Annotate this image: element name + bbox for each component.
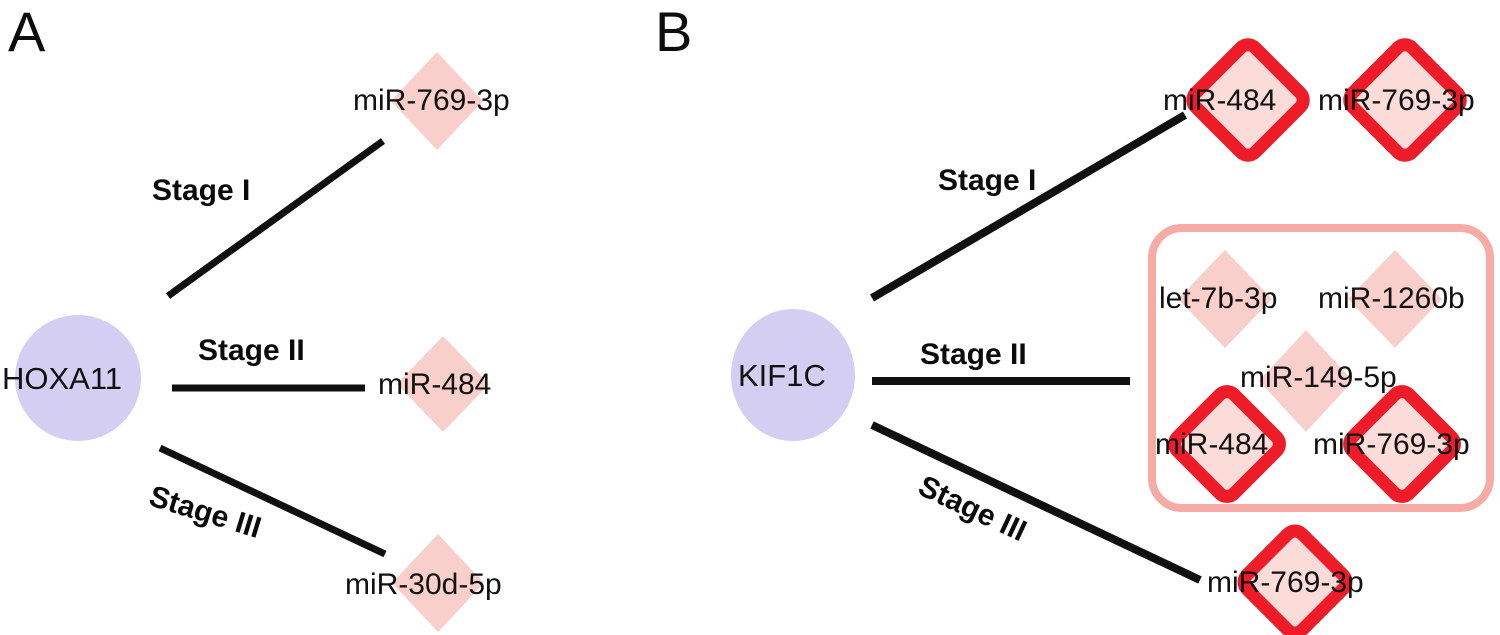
panel-b-mirna-label-mir-769-3p-stage2: miR-769-3p	[1313, 428, 1470, 461]
panel-a-edge-stage-1	[165, 138, 386, 299]
panel-a-mirna-label-mir-484: miR-484	[378, 368, 492, 401]
panel-b-mirna-label-mir-484-stage1: miR-484	[1163, 84, 1277, 117]
panel-b-mirna-diamond-mir-484-stage2[interactable]	[1168, 385, 1286, 503]
panel-a-gene-node-hoxa11[interactable]	[15, 315, 141, 441]
panel-b-mirna-label-mir-484-stage2: miR-484	[1155, 428, 1269, 461]
panel-b-mirna-label-mir-769-3p-stage1: miR-769-3p	[1318, 84, 1475, 117]
panel-b-mirna-diamond-mir-484-stage1[interactable]	[1186, 38, 1310, 162]
panel-a-mirna-diamond-mir-484[interactable]	[397, 336, 489, 432]
panel-b-edge-stage-3	[870, 421, 1202, 584]
panel-a-mirna-diamond-mir-769-3p[interactable]	[391, 52, 483, 150]
panel-a-edge-stage-3	[158, 444, 387, 558]
panel-a-stage-label-1: Stage I	[152, 174, 251, 207]
panel-b-mirna-label-mir-1260b: miR-1260b	[1318, 282, 1465, 315]
panel-a-mirna-diamond-mir-30d-5p[interactable]	[392, 534, 484, 632]
panel-a-gene-label-hoxa11: HOXA11	[2, 361, 123, 396]
panel-a-label: A	[8, 0, 46, 63]
panel-b-stage-label-1: Stage I	[938, 164, 1037, 197]
panel-a-stage-label-2: Stage II	[198, 334, 305, 367]
panel-b-label: B	[655, 0, 693, 63]
panel-b-mirna-label-mir-149-5p: miR-149-5p	[1240, 361, 1397, 394]
panel-a-mirna-label-mir-769-3p: miR-769-3p	[353, 84, 510, 117]
panel-b-mirna-diamond-mir-149-5p[interactable]	[1259, 330, 1353, 432]
panel-b-mirna-diamond-let-7b-3p[interactable]	[1178, 250, 1272, 348]
panel-b-stage-label-2: Stage II	[920, 338, 1027, 371]
panel-b-mirna-diamond-mir-769-3p-stage3[interactable]	[1237, 524, 1353, 635]
panel-b-mirna-label-let-7b-3p: let-7b-3p	[1159, 282, 1278, 315]
panel-b-mirna-diamond-mir-769-3p-stage2[interactable]	[1343, 385, 1461, 503]
panel-b-edge-stage-1	[869, 111, 1188, 302]
panel-b-mirna-diamond-mir-1260b[interactable]	[1348, 250, 1442, 348]
panel-b-mirna-label-mir-769-3p-stage3: miR-769-3p	[1207, 566, 1364, 599]
panel-a-mirna-label-mir-30d-5p: miR-30d-5p	[345, 568, 502, 601]
panel-b-mirna-diamond-mir-769-3p-stage1[interactable]	[1343, 38, 1467, 162]
panel-b-gene-node-kif1c[interactable]	[731, 309, 855, 441]
panel-b-gene-label-kif1c: KIF1C	[738, 358, 826, 393]
